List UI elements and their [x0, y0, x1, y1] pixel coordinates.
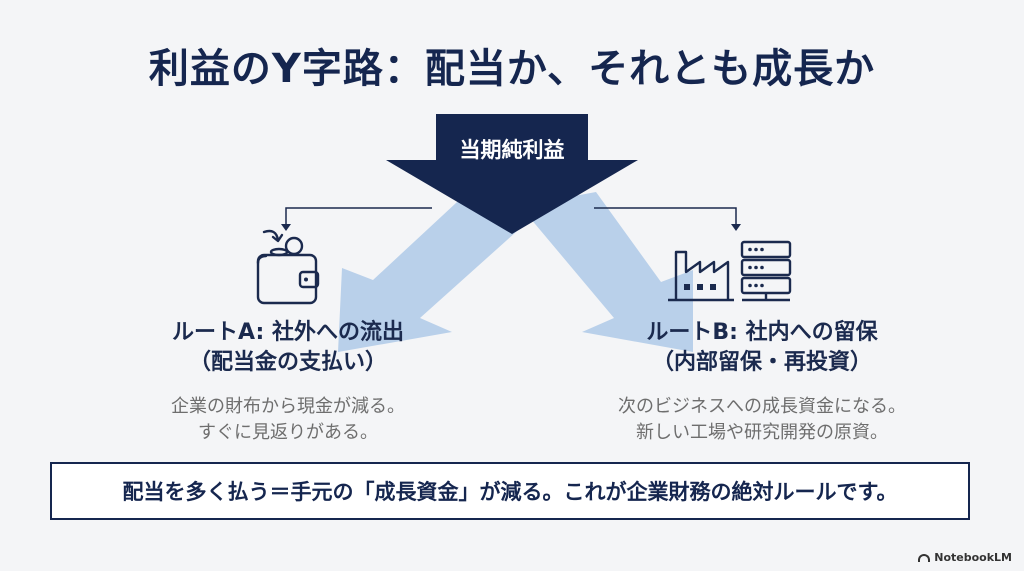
route-b-desc-line1: 次のビジネスへの成長資金になる。: [618, 396, 906, 417]
net-income-arrow: [386, 114, 638, 234]
right-branch-arrow: [520, 192, 693, 352]
notebooklm-logo-icon: [918, 553, 931, 562]
left-connector-line: [281, 207, 432, 231]
server-icon: [740, 240, 792, 302]
route-a-description: 企業の財布から現金が減る。 すぐに見返りがある。: [118, 394, 458, 446]
left-branch-arrow: [338, 190, 545, 352]
route-a-title-line1: ルートA: 社外への流出: [172, 320, 404, 345]
summary-box: 配当を多く払う＝手元の「成長資金」が減る。これが企業財務の絶対ルールです。: [50, 462, 970, 520]
net-income-label: 当期純利益: [459, 138, 565, 162]
notebooklm-logo: NotebookLM: [918, 551, 1012, 564]
slide-title: 利益のY字路：配当か、それとも成長か: [148, 46, 876, 92]
route-b-title-line1: ルートB: 社内への留保: [646, 320, 878, 345]
wallet-icon: [256, 229, 320, 305]
route-a-title: ルートA: 社外への流出 （配当金の支払い）: [118, 318, 458, 378]
route-b-title-line2: （内部留保・再投資）: [651, 350, 872, 375]
branding-text: NotebookLM: [934, 551, 1012, 564]
route-a-title-line2: （配当金の支払い）: [188, 350, 387, 375]
factory-icon: [668, 250, 734, 302]
route-b-description: 次のビジネスへの成長資金になる。 新しい工場や研究開発の原資。: [562, 394, 962, 446]
right-connector-line: [594, 207, 741, 231]
route-b-title: ルートB: 社内への留保 （内部留保・再投資）: [592, 318, 932, 378]
route-a-desc-line2: すぐに見返りがある。: [198, 422, 378, 443]
route-b-desc-line2: 新しい工場や研究開発の原資。: [636, 422, 888, 443]
route-a-desc-line1: 企業の財布から現金が減る。: [171, 396, 405, 417]
summary-text: 配当を多く払う＝手元の「成長資金」が減る。これが企業財務の絶対ルールです。: [122, 480, 898, 504]
